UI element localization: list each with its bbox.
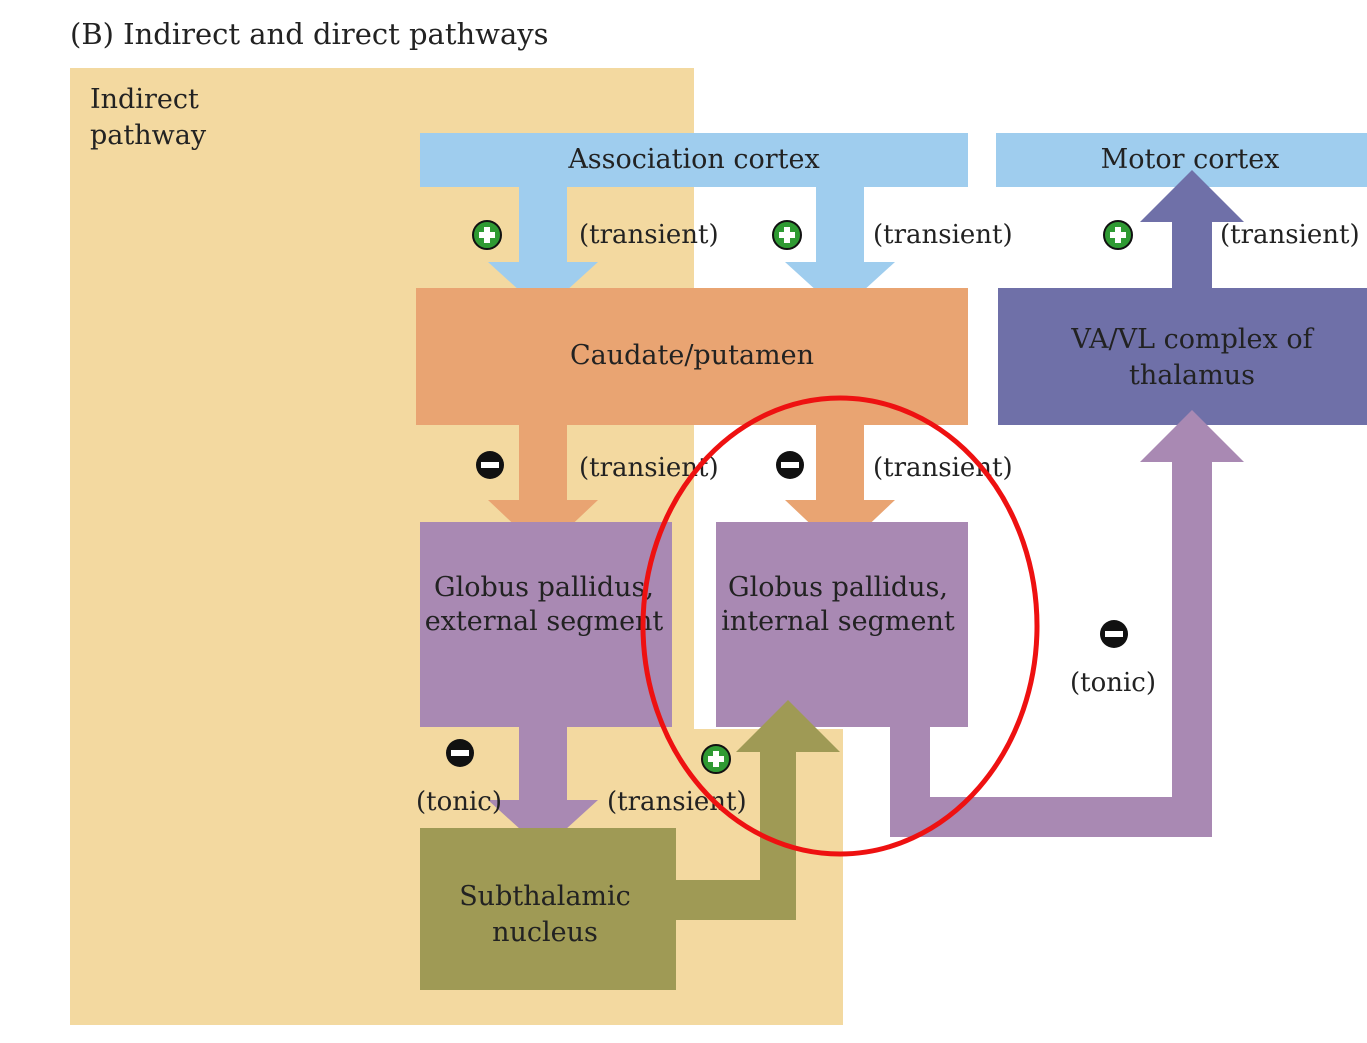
gp-internal-box <box>716 522 968 727</box>
subthalamic-label-line1: Subthalamic <box>459 881 631 912</box>
motor-cortex-box <box>996 133 1367 187</box>
caudate-to-gpe-arrow <box>488 425 598 552</box>
signal-thalamus-to-motor: (transient) <box>1220 220 1360 250</box>
inhibitory-icon <box>476 451 504 479</box>
caudate-to-gpi-arrow <box>785 425 895 552</box>
signal-gpe-to-stn: (tonic) <box>416 787 502 817</box>
indirect-pathway-label-line2: pathway <box>90 120 207 151</box>
caudate-putamen-label: Caudate/putamen <box>570 340 814 371</box>
excitatory-icon <box>472 220 502 250</box>
gp-external-label-line1: Globus pallidus, <box>434 572 654 603</box>
gp-internal-label-line2: internal segment <box>721 606 955 637</box>
motor-cortex-label: Motor cortex <box>1101 144 1280 175</box>
signal-assoc-to-caudate-left: (transient) <box>579 220 719 250</box>
excitatory-icon <box>701 744 731 774</box>
gpe-to-stn-arrow <box>488 727 598 850</box>
inhibitory-icon <box>776 451 804 479</box>
va-vl-thalamus-box <box>998 288 1367 425</box>
assoc-to-caudate-arrow-left <box>488 187 598 312</box>
indirect-pathway-label-line1: Indirect <box>90 84 199 115</box>
gp-external-box <box>420 522 672 727</box>
subthalamic-label-line2: nucleus <box>492 917 598 948</box>
thalamus-to-motor-arrow <box>1140 170 1244 290</box>
stn-to-gpi-arrow <box>676 700 840 920</box>
excitatory-icon <box>772 220 802 250</box>
association-cortex-box <box>420 133 968 187</box>
excitatory-icon <box>1103 220 1133 250</box>
gpi-to-thalamus-arrow <box>890 410 1244 837</box>
gp-external-label-line2: external segment <box>425 606 664 637</box>
signal-gpi-to-thalamus: (tonic) <box>1070 668 1156 698</box>
inhibitory-icon <box>446 739 474 767</box>
gp-internal-label-line1: Globus pallidus, <box>728 572 948 603</box>
figure-title: (B) Indirect and direct pathways <box>70 17 549 51</box>
signal-assoc-to-caudate-right: (transient) <box>873 220 1013 250</box>
inhibitory-icon <box>1100 620 1128 648</box>
association-cortex-label: Association cortex <box>567 144 819 175</box>
va-vl-label-line2: thalamus <box>1129 360 1255 391</box>
subthalamic-nucleus-box <box>420 828 676 990</box>
va-vl-label-line1: VA/VL complex of <box>1070 324 1314 355</box>
highlight-circle <box>640 395 1040 857</box>
assoc-to-caudate-arrow-right <box>785 187 895 312</box>
